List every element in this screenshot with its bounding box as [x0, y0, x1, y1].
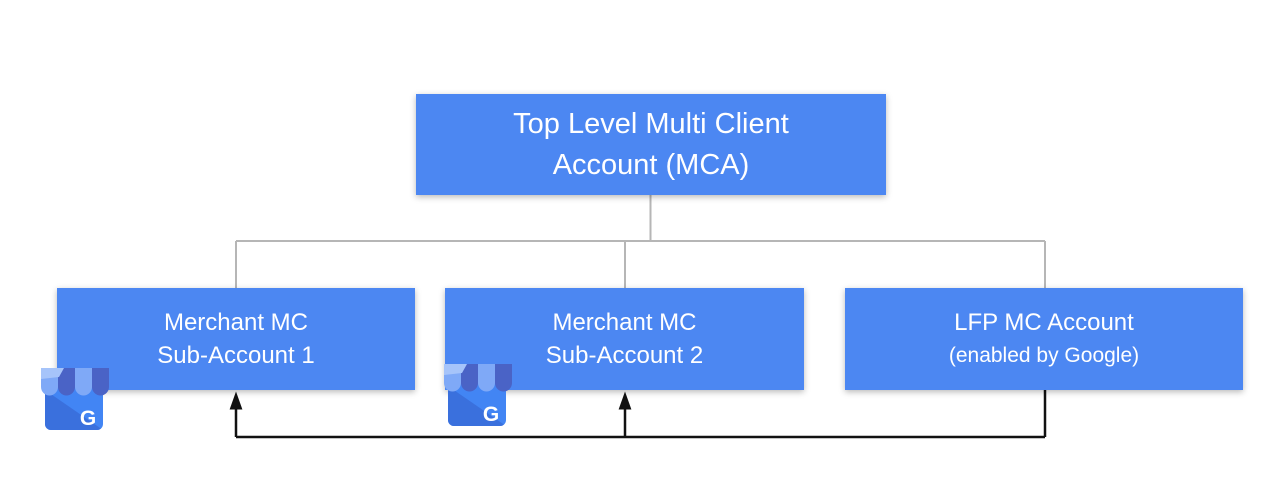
google-business-profile-icon: G: [41, 368, 109, 430]
node-top-level-mca: Top Level Multi Client Account (MCA): [416, 94, 886, 195]
node-label-line1: Merchant MC: [163, 309, 309, 336]
google-business-profile-icon: G: [444, 364, 512, 426]
node-label-line2: Sub-Account 2: [545, 342, 704, 369]
arrowhead-up-icon: [618, 391, 632, 410]
google-g-letter: G: [80, 407, 96, 430]
node-label-line1: Top Level Multi Client: [513, 107, 789, 140]
awning-highlight: [41, 368, 64, 379]
awning-stripe: [478, 364, 495, 392]
node-label-line2: Sub-Account 1: [157, 342, 315, 369]
node-label-line2: (enabled by Google): [948, 344, 1140, 367]
awning-stripe: [75, 368, 92, 396]
flow-arrow-lines: [234, 390, 1047, 439]
awning-stripe: [495, 364, 512, 392]
google-g-letter: G: [483, 403, 499, 426]
awning-stripe: [58, 368, 75, 396]
awning-stripe: [92, 368, 109, 396]
node-label-line1: Merchant MC: [552, 309, 697, 336]
node-label-line2: Account (MCA): [552, 148, 750, 181]
awning-highlight: [444, 364, 467, 375]
node-label-line1: LFP MC Account: [954, 309, 1134, 336]
arrowhead-up-icon: [229, 391, 243, 410]
awning-stripe: [461, 364, 478, 392]
storefront-body-shade: [448, 386, 506, 426]
node-merchant-sub-account-1: Merchant MC Sub-Account 1: [57, 288, 415, 390]
tree-connector-lines: [235, 195, 1046, 288]
storefront-body-shade: [45, 390, 103, 430]
node-lfp-mc-account: LFP MC Account (enabled by Google): [845, 288, 1243, 390]
